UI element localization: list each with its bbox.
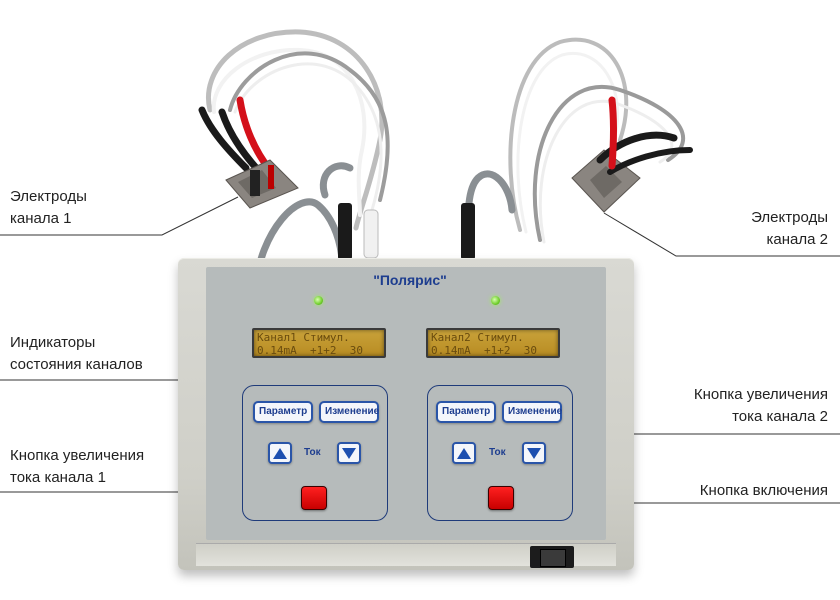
channel-2-stop-button[interactable] [488,486,514,510]
channel-1-param-button[interactable]: Параметр [253,401,313,423]
channel-1-change-button[interactable]: Изменение [319,401,379,423]
channel-1-tok-label: Ток [304,447,321,458]
callout-power: Кнопка включения [699,482,828,499]
channel-2-param-button[interactable]: Параметр [436,401,496,423]
cables-right [464,37,686,264]
lcd-line-2: 0.14mA +1+2 30 [431,344,537,357]
callout-electrodes-ch1: Электроды канала 1 [10,188,87,227]
cables-left [206,29,390,294]
electrodes-right [571,96,693,213]
leader-electrodes-ch1 [0,196,239,236]
arrow-up-icon [273,447,287,459]
callout-current-up-ch2: Кнопка увеличения тока канала 2 [693,386,828,425]
lcd-line-1: Канал2 Стимул. [431,331,524,344]
channel-2-change-button[interactable]: Изменение [502,401,562,423]
channel-1-current-up-button[interactable] [268,442,292,464]
lcd-line-1: Канал1 Стимул. [257,331,350,344]
callout-electrodes-ch2: Электроды канала 2 [751,209,828,248]
channel-2-current-down-button[interactable] [522,442,546,464]
callout-indicators: Индикаторы состояния каналов [10,334,143,373]
power-switch[interactable] [540,549,566,567]
channel-2-current-up-button[interactable] [452,442,476,464]
channel-2-control-panel [427,385,573,521]
channel-2-led [491,296,500,305]
plug-left-white [363,209,379,259]
lcd-line-2: 0.14mA +1+2 30 [257,344,363,357]
device-front-strip [196,543,616,566]
callout-current-up-ch1: Кнопка увеличения тока канала 1 [10,447,145,486]
channel-1-led [314,296,323,305]
device-title: "Полярис" [373,272,447,288]
arrow-down-icon [527,447,541,459]
channel-1-current-down-button[interactable] [337,442,361,464]
leader-electrodes-ch2 [603,212,840,257]
plug-left-black [338,203,352,260]
channel-2-lcd: Канал2 Стимул. 0.14mA +1+2 30 [426,328,560,358]
electrodes-left [198,96,299,209]
channel-2-tok-label: Ток [489,447,506,458]
plug-right-black [461,203,475,260]
arrow-up-icon [457,447,471,459]
arrow-down-icon [342,447,356,459]
channel-1-control-panel [242,385,388,521]
channel-1-stop-button[interactable] [301,486,327,510]
channel-1-lcd: Канал1 Стимул. 0.14mA +1+2 30 [252,328,386,358]
